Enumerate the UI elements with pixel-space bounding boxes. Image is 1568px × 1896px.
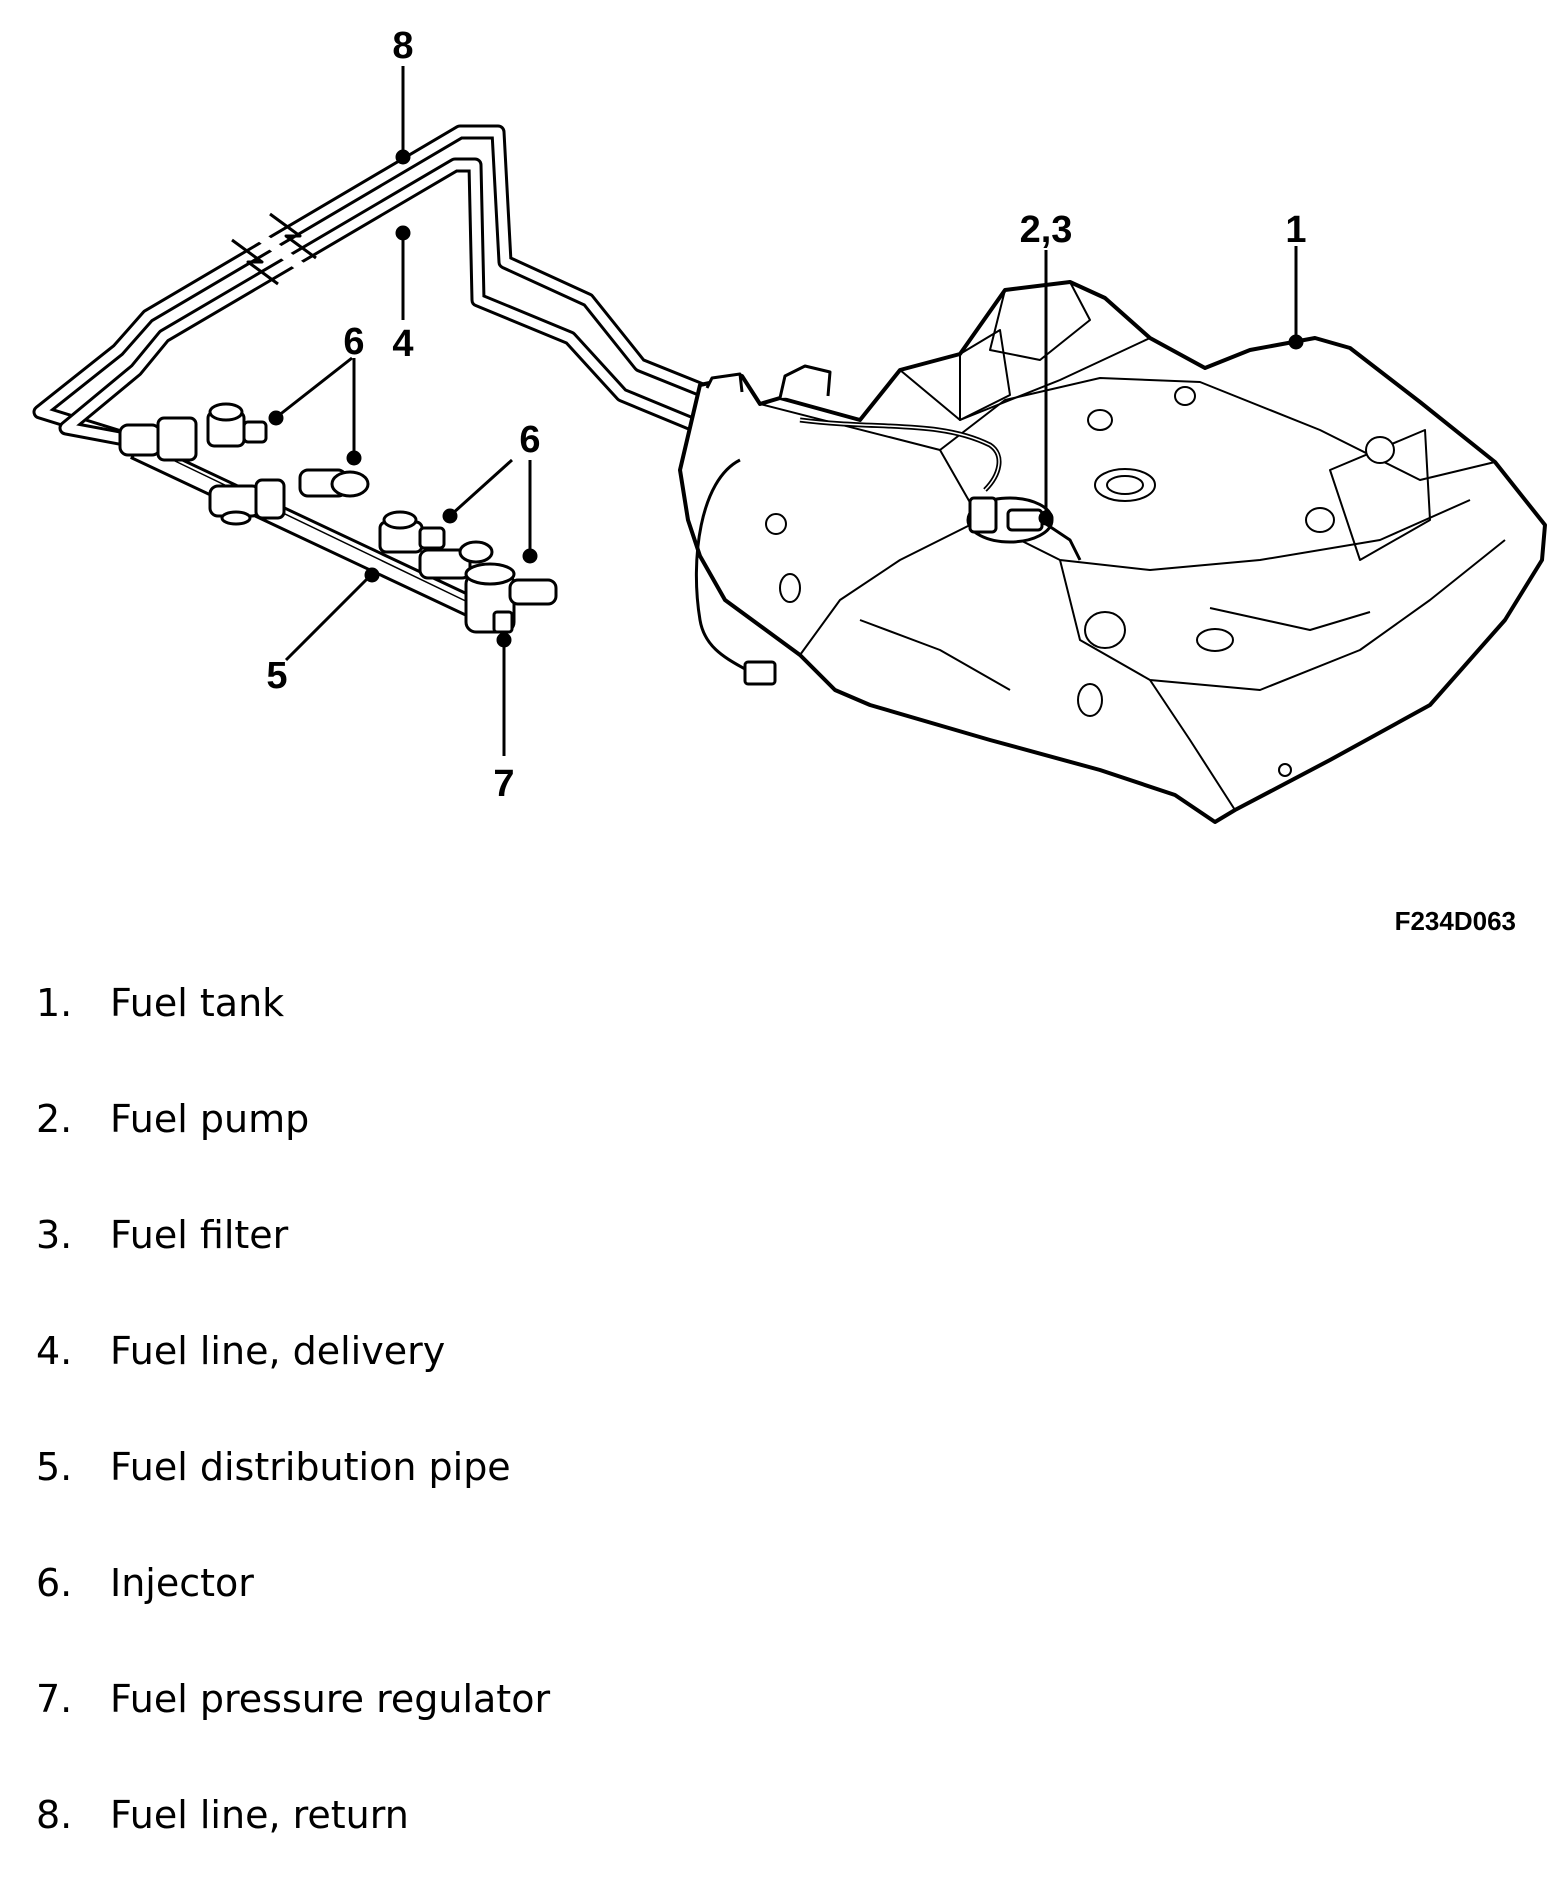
figure-code: F234D063 [1395, 906, 1516, 936]
injector-2 [208, 478, 286, 526]
sender-wire [694, 458, 751, 674]
legend-label: Fuel filter [110, 1213, 289, 1257]
fuel-lines [32, 124, 1083, 587]
fuel-pressure-regulator [464, 562, 558, 634]
legend-number: 5. [36, 1445, 73, 1489]
fuel-rail-assembly [118, 402, 558, 634]
callout-6-left: 6 [343, 321, 364, 363]
legend-item: 1. Fuel tank [36, 968, 550, 1084]
legend-item: 7. Fuel pressure regulator [36, 1664, 550, 1780]
sender-connector [743, 660, 777, 686]
parts-legend: 1. Fuel tank 2. Fuel pump 3. Fuel filter 4.… [36, 968, 550, 1896]
legend-item: 6. Injector [36, 1548, 550, 1664]
legend-item: 3. Fuel filter [36, 1200, 550, 1316]
injector-5 [418, 540, 494, 580]
legend-label: Fuel line, return [110, 1793, 409, 1837]
legend-label: Fuel tank [110, 981, 285, 1025]
legend-label: Fuel pump [110, 1097, 310, 1141]
filler-neck-bracket [778, 364, 832, 399]
legend-number: 1. [36, 981, 73, 1025]
legend-number: 4. [36, 1329, 73, 1373]
fuel-system-diagram: 8 4 6 6 5 7 2,3 1 F234D063 [32, 25, 1547, 936]
legend-number: 6. [36, 1561, 73, 1605]
callout-2-3: 2,3 [1020, 209, 1073, 251]
legend-number: 8. [36, 1793, 73, 1837]
legend-number: 3. [36, 1213, 73, 1257]
legend-item: 8. Fuel line, return [36, 1780, 550, 1896]
fuel-tank [678, 280, 1547, 824]
legend-number: 2. [36, 1097, 73, 1141]
line-break-mark [231, 238, 279, 286]
legend-number: 7. [36, 1677, 73, 1721]
injector-4 [378, 510, 446, 554]
injector-3 [298, 468, 370, 498]
callout-6-right: 6 [519, 419, 540, 461]
legend-item: 2. Fuel pump [36, 1084, 550, 1200]
callout-4: 4 [392, 323, 413, 365]
callout-1: 1 [1285, 209, 1306, 251]
fuel-tank-mounting-holes [765, 386, 1395, 777]
callout-numbers: 8 4 6 6 5 7 2,3 1 [266, 25, 1306, 805]
callout-7: 7 [493, 763, 514, 805]
legend-item: 4. Fuel line, delivery [36, 1316, 550, 1432]
legend-label: Fuel line, delivery [110, 1329, 446, 1373]
legend-label: Fuel distribution pipe [110, 1445, 511, 1489]
legend-label: Fuel pressure regulator [110, 1677, 551, 1721]
callout-8: 8 [392, 25, 413, 67]
callout-5: 5 [266, 655, 287, 697]
legend-label: Injector [110, 1561, 254, 1605]
legend-item: 5. Fuel distribution pipe [36, 1432, 550, 1548]
callout-leaders [268, 66, 1304, 756]
injector-1 [206, 402, 268, 448]
fuel-tank-body [678, 280, 1547, 824]
